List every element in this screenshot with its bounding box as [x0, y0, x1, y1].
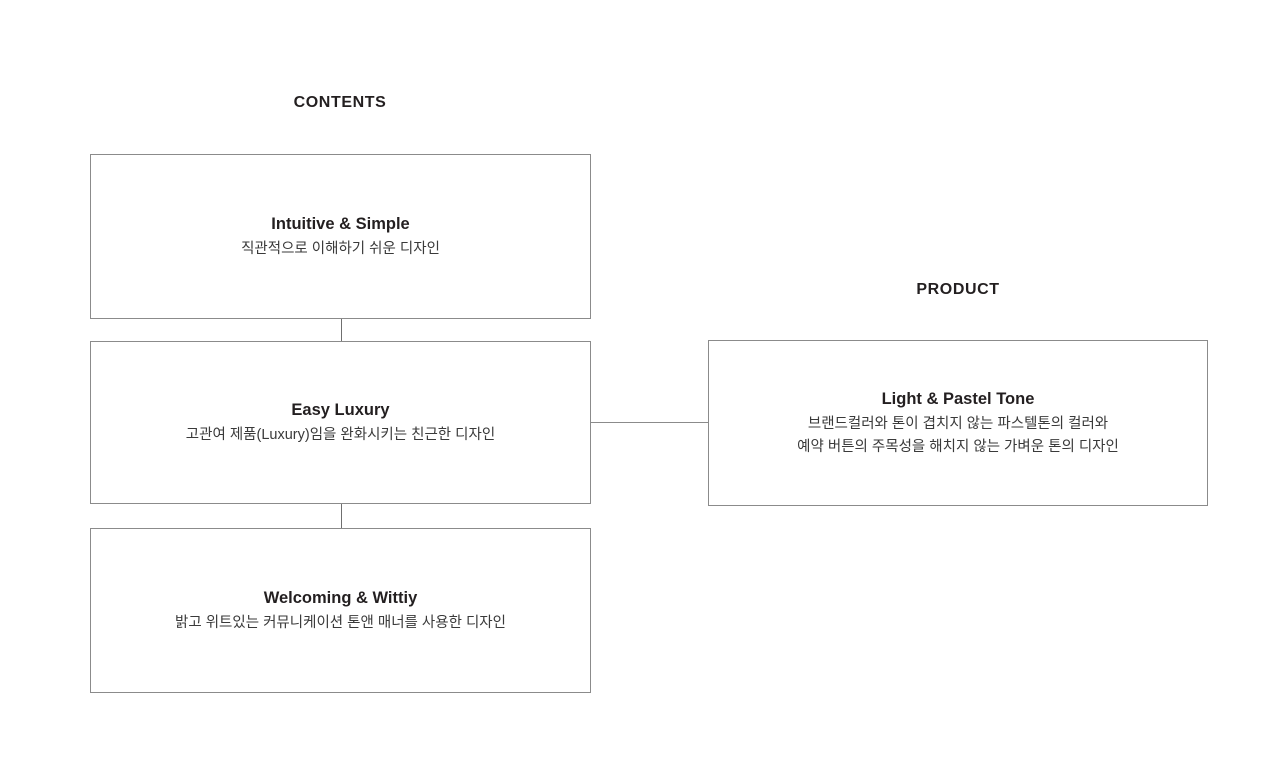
connector-easy-luxury-to-welcoming	[341, 503, 342, 529]
node-desc-light-pastel-tone-line2: 예약 버튼의 주목성을 해치지 않는 가벼운 톤의 디자인	[797, 438, 1119, 455]
connector-easy-luxury-to-light-pastel	[591, 422, 709, 423]
section-heading-product: PRODUCT	[916, 281, 1000, 298]
node-desc-light-pastel-tone-line1: 브랜드컬러와 톤이 겹치지 않는 파스텔톤의 컬러와	[807, 416, 1109, 433]
node-box-light-pastel-tone[interactable]: Light & Pastel Tone 브랜드컬러와 톤이 겹치지 않는 파스텔…	[708, 340, 1208, 506]
node-title-welcoming-wittiy: Welcoming & Wittiy	[263, 588, 418, 607]
node-box-intuitive-simple[interactable]: Intuitive & Simple 직관적으로 이해하기 쉬운 디자인	[90, 154, 591, 319]
node-desc-welcoming-wittiy: 밝고 위트있는 커뮤니케이션 톤앤 매너를 사용한 디자인	[175, 614, 506, 631]
node-title-easy-luxury: Easy Luxury	[291, 400, 390, 419]
node-title-light-pastel-tone: Light & Pastel Tone	[881, 389, 1035, 408]
node-desc-intuitive-simple: 직관적으로 이해하기 쉬운 디자인	[241, 240, 440, 257]
node-title-intuitive-simple: Intuitive & Simple	[271, 214, 410, 233]
connector-intuitive-to-easy-luxury	[341, 318, 342, 342]
node-box-easy-luxury[interactable]: Easy Luxury 고관여 제품(Luxury)임을 완화시키는 친근한 디…	[90, 341, 591, 504]
node-box-welcoming-wittiy[interactable]: Welcoming & Wittiy 밝고 위트있는 커뮤니케이션 톤앤 매너를…	[90, 528, 591, 693]
node-desc-easy-luxury: 고관여 제품(Luxury)임을 완화시키는 친근한 디자인	[185, 426, 496, 443]
section-heading-contents: CONTENTS	[293, 94, 387, 111]
